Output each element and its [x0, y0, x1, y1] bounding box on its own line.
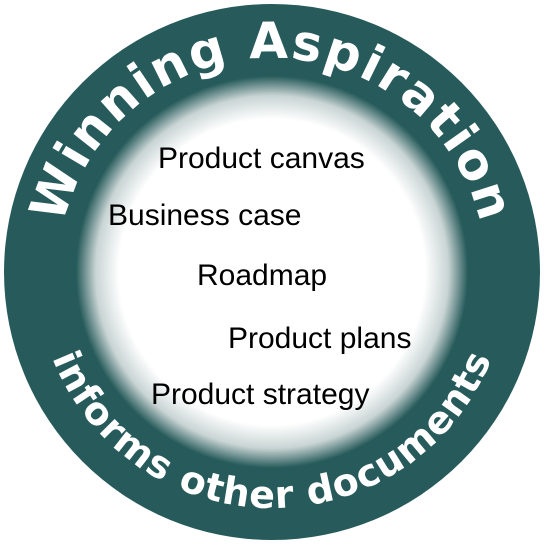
- inner-circle: [76, 76, 468, 468]
- item-roadmap: Roadmap: [197, 259, 327, 292]
- item-product-strategy: Product strategy: [151, 378, 369, 411]
- item-product-canvas: Product canvas: [158, 142, 365, 175]
- item-business-case: Business case: [108, 199, 301, 232]
- item-product-plans: Product plans: [228, 322, 411, 355]
